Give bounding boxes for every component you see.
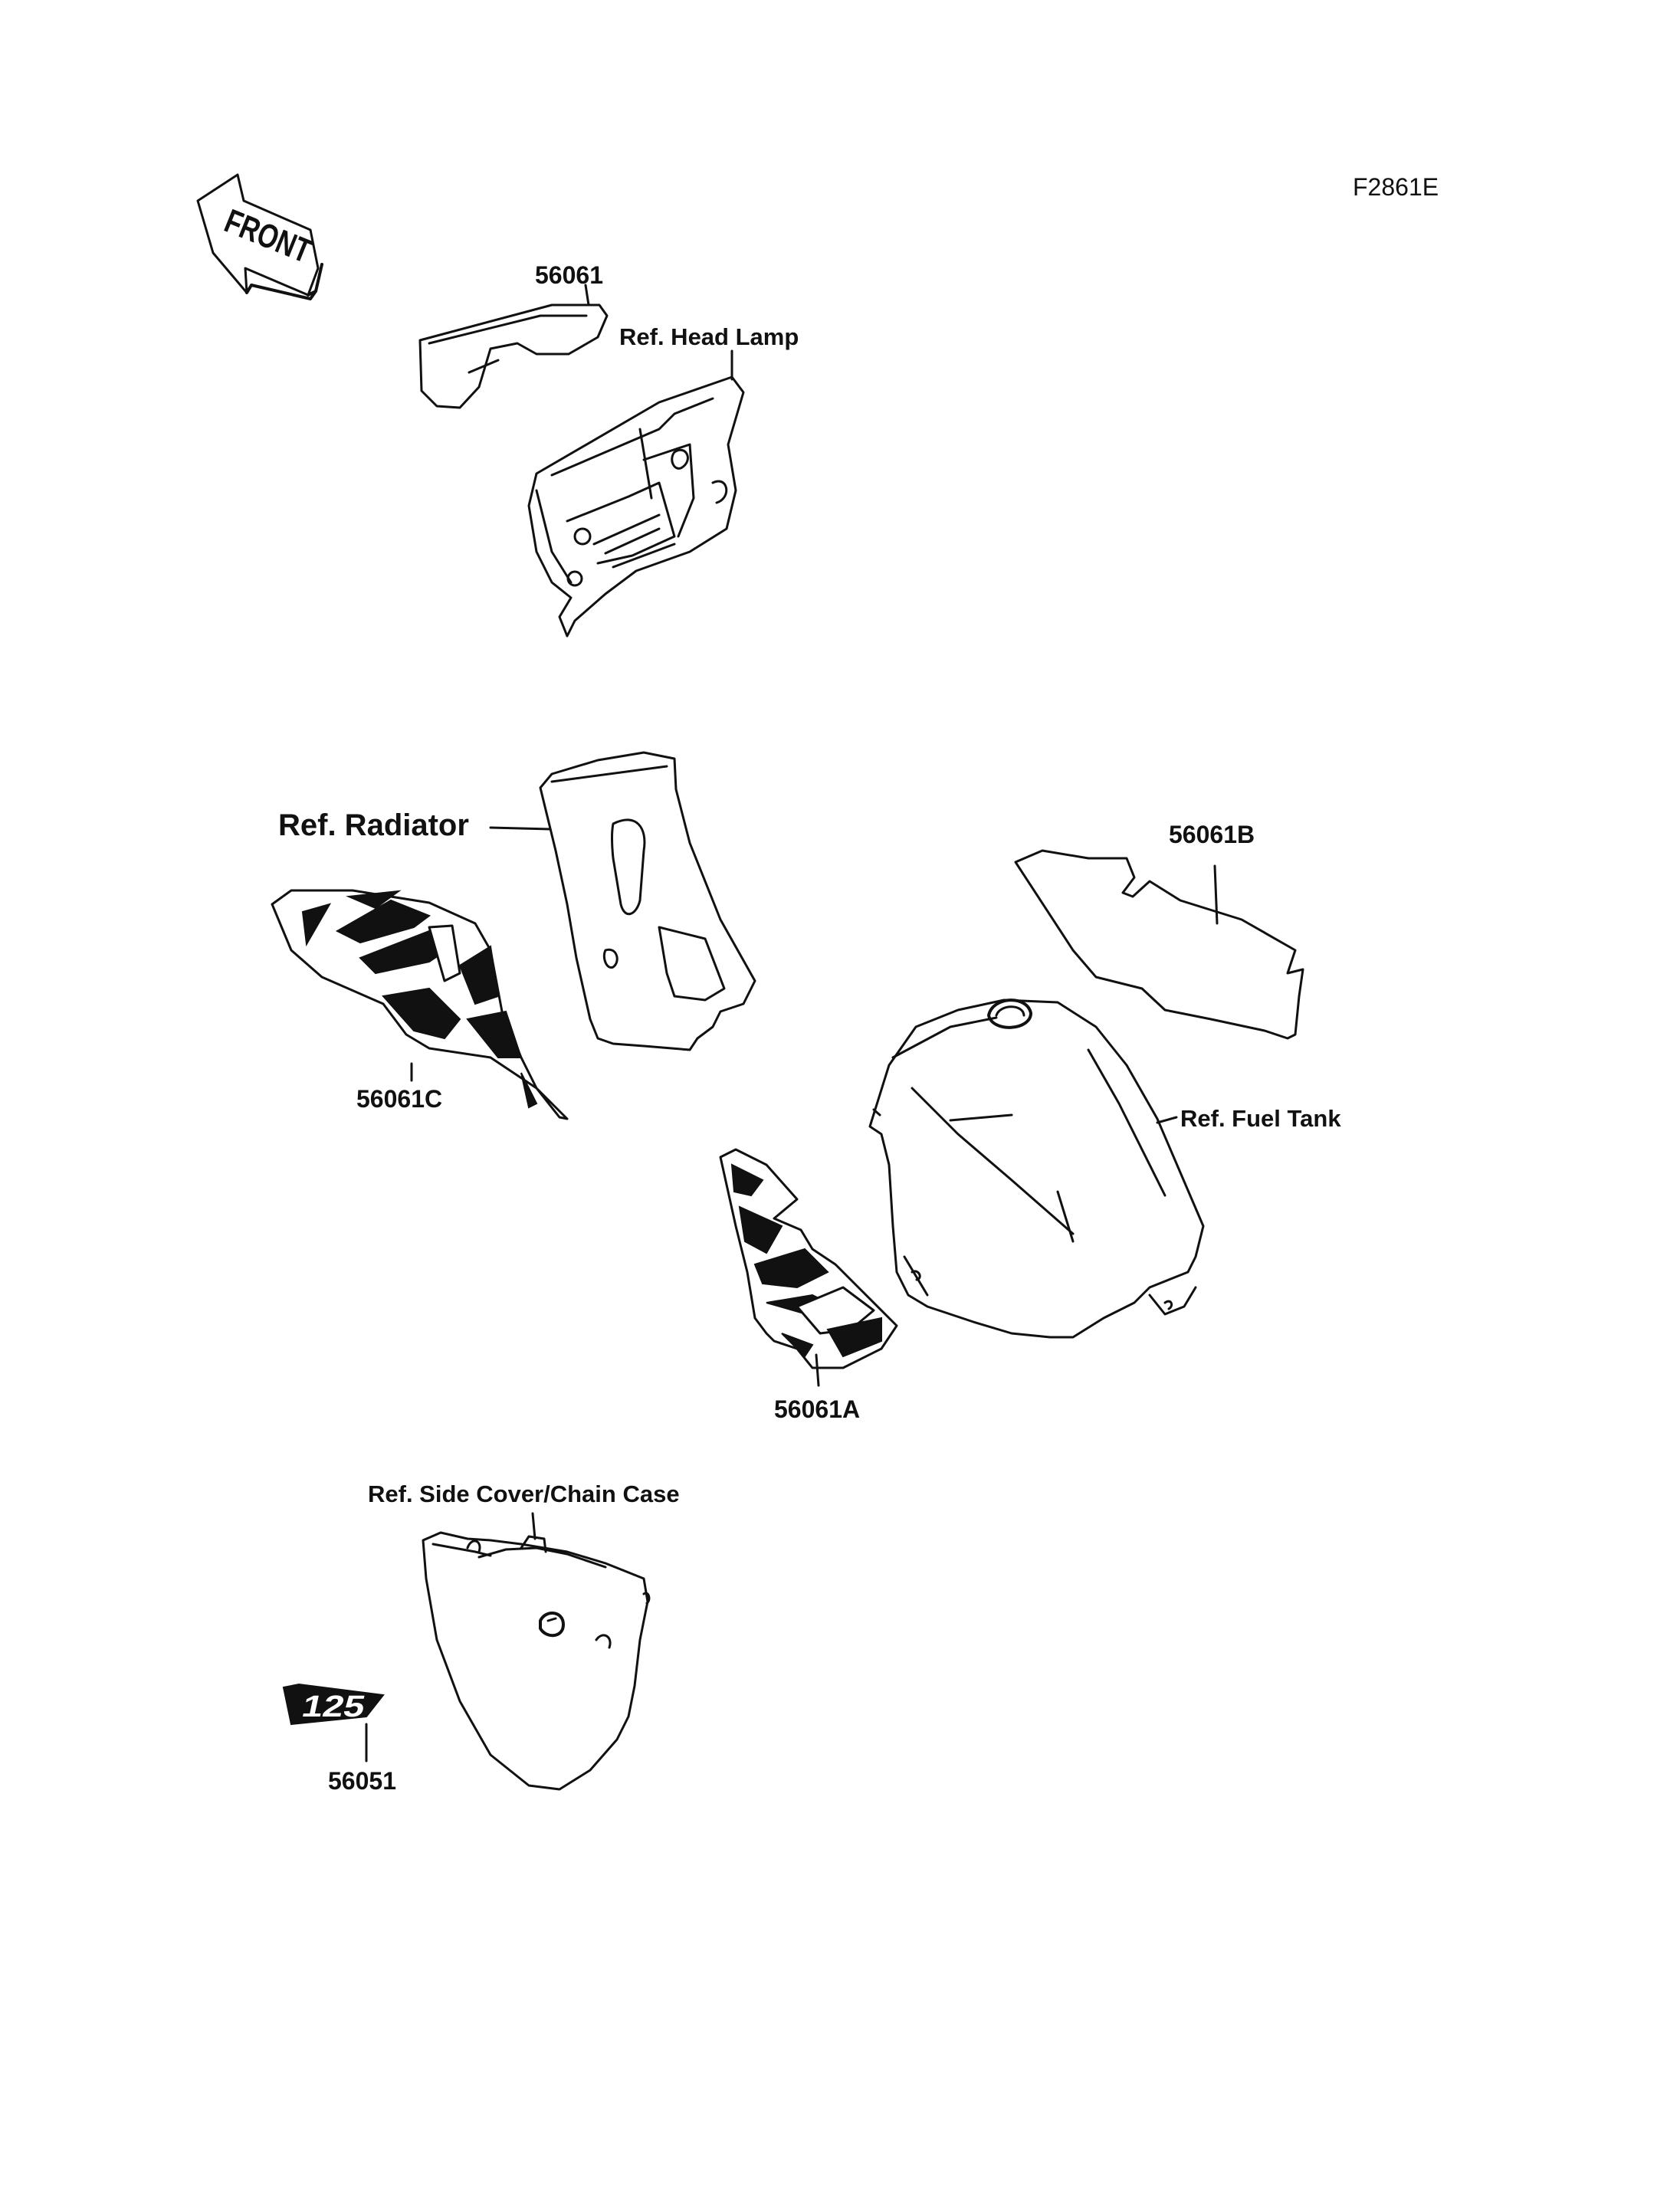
decal-56061: [418, 303, 609, 409]
leader-radiator: [489, 826, 552, 831]
leader-fuel-tank: [1156, 1116, 1178, 1124]
part-number-56061B: 56061B: [1169, 821, 1255, 848]
emblem-56051: 125: [282, 1683, 385, 1726]
leader-56061B: [1213, 864, 1219, 925]
part-number-56051: 56051: [328, 1767, 396, 1795]
ref-radiator: Ref. Radiator: [278, 808, 469, 842]
fuel-tank-shape: [868, 998, 1205, 1339]
front-arrow-icon: FRONT: [196, 173, 323, 300]
drawing-code: F2861E: [1353, 173, 1439, 201]
side-cover-shape: [422, 1531, 651, 1791]
part-number-56061: 56061: [535, 261, 603, 289]
leader-56061A: [815, 1353, 820, 1387]
emblem-text: 125: [299, 1690, 368, 1723]
part-number-56061C: 56061C: [356, 1085, 442, 1113]
ref-side-cover: Ref. Side Cover/Chain Case: [368, 1481, 680, 1507]
leader-side-cover: [531, 1512, 536, 1540]
decal-56061C: [271, 889, 569, 1120]
decal-56061B: [1014, 849, 1304, 1040]
ref-head-lamp: Ref. Head Lamp: [619, 323, 799, 350]
head-lamp-shape: [527, 375, 745, 638]
radiator-shroud-shape: [539, 751, 756, 1051]
decal-56061A: [719, 1148, 898, 1369]
ref-fuel-tank: Ref. Fuel Tank: [1180, 1105, 1341, 1132]
part-number-56061A: 56061A: [774, 1395, 860, 1423]
leader-56061: [584, 284, 590, 307]
